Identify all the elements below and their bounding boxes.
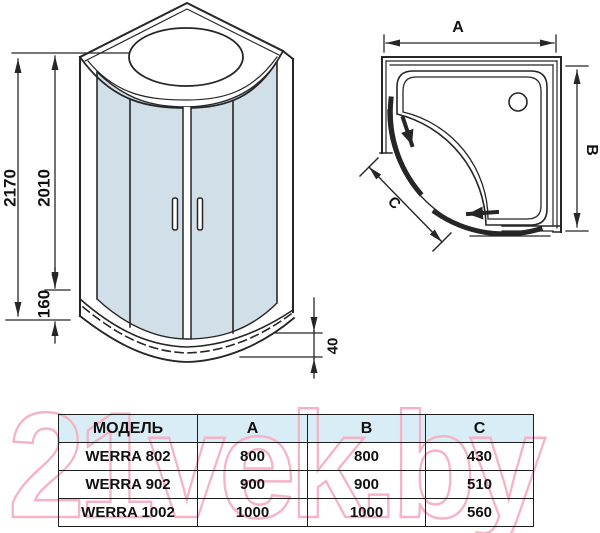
slide-arrow-left	[465, 206, 500, 220]
roof-cover-ellipse	[128, 27, 244, 87]
drain-circle	[508, 92, 528, 112]
dim-label-160: 160	[34, 289, 54, 319]
table-row: WERRA 1002 1000 1000 560	[58, 498, 534, 527]
door-stiles	[182, 106, 192, 340]
top-view-drawing	[359, 34, 589, 252]
model-name: WERRA 802	[58, 442, 198, 471]
door-handles	[171, 197, 204, 231]
dim-A	[383, 34, 557, 53]
tray-dashed-line	[81, 305, 293, 354]
dim-C	[359, 157, 452, 252]
slide-arrow-down	[400, 115, 415, 148]
dim-label-B: B	[583, 144, 600, 156]
tray-lip-dimension	[239, 297, 323, 379]
dim-label-2010: 2010	[34, 169, 54, 207]
value-a: 800	[197, 442, 308, 471]
col-header-b: B	[307, 414, 426, 443]
roof-dome	[78, 1, 295, 109]
col-header-model: МОДЕЛЬ	[58, 414, 198, 443]
value-c: 510	[425, 470, 534, 499]
front-view-drawing	[5, 1, 323, 379]
table-row: WERRA 902 900 900 510	[58, 470, 534, 499]
model-name: WERRA 1002	[58, 498, 198, 527]
dim-label-2170: 2170	[0, 169, 20, 207]
spec-table: МОДЕЛЬ A B C WERRA 802 800 800 430 WERRA…	[58, 414, 534, 527]
table-row: WERRA 802 800 800 430	[58, 442, 534, 471]
glass-dividers	[129, 99, 234, 334]
value-a: 900	[197, 470, 308, 499]
value-c: 430	[425, 442, 534, 471]
side-frames	[79, 56, 294, 317]
height-dimensions	[5, 55, 71, 344]
value-b: 1000	[307, 498, 426, 527]
value-b: 800	[307, 442, 426, 471]
col-header-a: A	[197, 414, 308, 443]
value-b: 900	[307, 470, 426, 499]
value-a: 1000	[197, 498, 308, 527]
dim-label-40: 40	[324, 337, 342, 355]
door-slide-arrows	[400, 115, 500, 220]
shower-tray-plan	[396, 70, 548, 226]
plan-walls	[379, 56, 562, 233]
dim-label-A: A	[452, 19, 464, 36]
dim-B	[565, 65, 589, 232]
spec-table-header-row: МОДЕЛЬ A B C	[58, 414, 534, 443]
col-header-c: C	[425, 414, 534, 443]
value-c: 560	[425, 498, 534, 527]
shower-tray-front	[78, 297, 296, 363]
model-name: WERRA 902	[58, 470, 198, 499]
